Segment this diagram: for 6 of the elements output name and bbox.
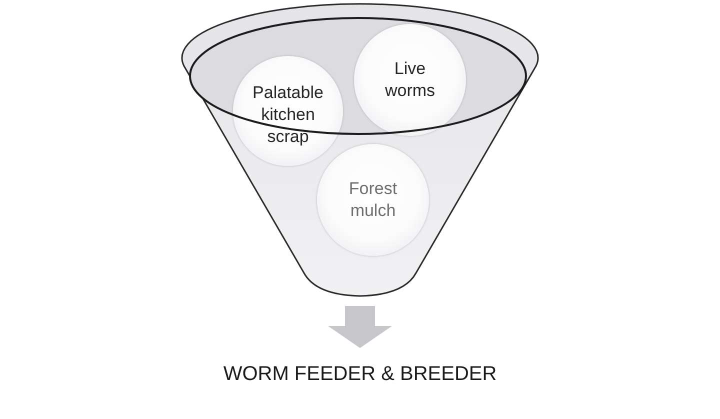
funnel bbox=[180, 2, 540, 298]
circle-label: Forest mulch bbox=[348, 178, 398, 222]
output-label: WORM FEEDER & BREEDER bbox=[160, 361, 560, 387]
circle-label: Live worms bbox=[384, 58, 436, 102]
circle-label: Palatable kitchen scrap bbox=[252, 82, 324, 148]
block-arrow bbox=[328, 306, 392, 348]
